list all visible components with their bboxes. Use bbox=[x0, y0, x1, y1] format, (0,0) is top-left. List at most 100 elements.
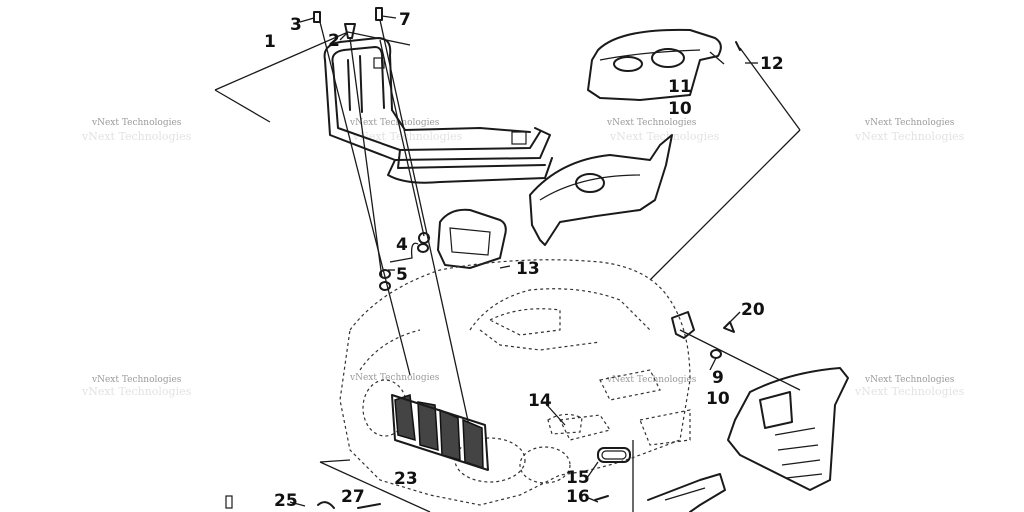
dash-edge bbox=[599, 49, 701, 61]
side-panel-vent bbox=[575, 173, 605, 193]
rack-tube bbox=[324, 59, 551, 161]
leader-line bbox=[709, 357, 717, 371]
leader-line bbox=[379, 39, 425, 237]
rack-tube bbox=[387, 157, 553, 184]
leader-line bbox=[339, 31, 349, 41]
leader-line bbox=[381, 15, 397, 19]
leader-line bbox=[585, 496, 599, 503]
watermark-ghost: vNext Technologies bbox=[81, 130, 192, 143]
callout-2: 2 bbox=[328, 31, 340, 51]
leader-line bbox=[319, 461, 431, 512]
watermark-group: vNext Technologies vNext Technologies vN… bbox=[81, 118, 965, 398]
callout-leaders bbox=[289, 15, 758, 507]
watermark: vNext Technologies bbox=[864, 118, 955, 128]
leader-line bbox=[709, 51, 725, 65]
watermark: vNext Technologies bbox=[91, 375, 182, 385]
rack-tube bbox=[323, 37, 393, 111]
callout-11: 11 bbox=[668, 77, 692, 97]
display-housing bbox=[437, 208, 507, 269]
lower-panel bbox=[647, 473, 726, 512]
screw-part bbox=[375, 7, 383, 21]
dash-cover-part bbox=[587, 28, 722, 101]
watermark-ghost: vNext Technologies bbox=[854, 385, 965, 398]
washer-part bbox=[418, 232, 430, 244]
callout-7: 7 bbox=[399, 10, 411, 30]
side-panel-window bbox=[759, 391, 793, 429]
leader-line bbox=[545, 403, 566, 426]
mount-bracket bbox=[671, 311, 695, 339]
leader-line bbox=[679, 329, 801, 391]
body-contour bbox=[469, 288, 651, 331]
leader-line bbox=[586, 461, 599, 479]
headlight bbox=[519, 446, 571, 484]
front-rack-part bbox=[214, 31, 553, 184]
callout-3: 3 bbox=[290, 15, 302, 35]
body-contour bbox=[359, 329, 421, 371]
grille-slot bbox=[462, 418, 484, 470]
watermark-ghost: vNext Technologies bbox=[81, 385, 192, 398]
decal-area bbox=[559, 414, 611, 441]
group-bracket bbox=[214, 89, 271, 123]
side-panel bbox=[529, 134, 673, 246]
leader-line bbox=[725, 311, 741, 327]
leader-line bbox=[349, 37, 383, 279]
side-panel bbox=[727, 367, 849, 491]
leader-line bbox=[499, 265, 511, 269]
watermark: vNext Technologies bbox=[606, 118, 697, 128]
reflector-part bbox=[597, 447, 631, 463]
reflector-lens bbox=[601, 450, 627, 460]
watermark: vNext Technologies bbox=[864, 375, 955, 385]
callout-1: 1 bbox=[264, 32, 276, 52]
callout-13: 13 bbox=[516, 259, 540, 279]
callout-10-upper: 10 bbox=[668, 99, 692, 119]
grille-slot bbox=[417, 401, 439, 452]
grille-slot bbox=[439, 408, 461, 462]
clip-part bbox=[317, 501, 335, 509]
dash-opening bbox=[651, 48, 685, 68]
watermark: vNext Technologies bbox=[349, 373, 440, 383]
front-small-parts bbox=[547, 413, 631, 501]
grommet-part bbox=[710, 349, 722, 359]
screw-part bbox=[735, 41, 741, 51]
callout-25: 25 bbox=[274, 491, 298, 511]
leader-line bbox=[739, 47, 801, 131]
watermark-ghost: vNext Technologies bbox=[854, 130, 965, 143]
leader-line bbox=[319, 21, 411, 376]
leader-line bbox=[319, 459, 351, 463]
watermark: vNext Technologies bbox=[91, 118, 182, 128]
watermark: vNext Technologies bbox=[349, 118, 440, 128]
decal-part bbox=[547, 413, 583, 435]
rack-bracket bbox=[373, 57, 385, 69]
callout-23: 23 bbox=[394, 469, 418, 489]
rack-tube bbox=[397, 149, 546, 169]
leader-line bbox=[389, 242, 419, 263]
side-panel-upper-part bbox=[529, 134, 673, 246]
screw-part bbox=[313, 11, 321, 23]
fastener-leaders bbox=[319, 19, 801, 512]
rack-tube bbox=[331, 46, 385, 109]
lower-panel-edge bbox=[664, 487, 706, 501]
body-panel bbox=[599, 369, 661, 401]
nut-part bbox=[417, 243, 429, 253]
callout-10-lower: 10 bbox=[706, 389, 730, 409]
leader-line bbox=[299, 17, 315, 23]
leader-line bbox=[379, 19, 471, 431]
fasteners bbox=[225, 7, 741, 509]
bracket-20-part bbox=[671, 311, 695, 339]
side-panel-lower-part bbox=[727, 367, 849, 491]
rack-bracket bbox=[511, 131, 527, 145]
body-panel bbox=[639, 409, 691, 446]
leader-line bbox=[649, 129, 801, 281]
side-panel-edge bbox=[539, 174, 641, 201]
rack-tube bbox=[347, 55, 363, 113]
body-contour bbox=[479, 329, 601, 351]
grille-frame bbox=[391, 394, 489, 471]
dash-opening bbox=[613, 56, 643, 72]
body-recess bbox=[488, 308, 561, 336]
display-screen bbox=[449, 227, 491, 256]
trim-part bbox=[594, 495, 609, 501]
lower-parts bbox=[647, 473, 726, 512]
dash-cover bbox=[587, 28, 722, 101]
watermark-ghost: vNext Technologies bbox=[609, 130, 720, 143]
